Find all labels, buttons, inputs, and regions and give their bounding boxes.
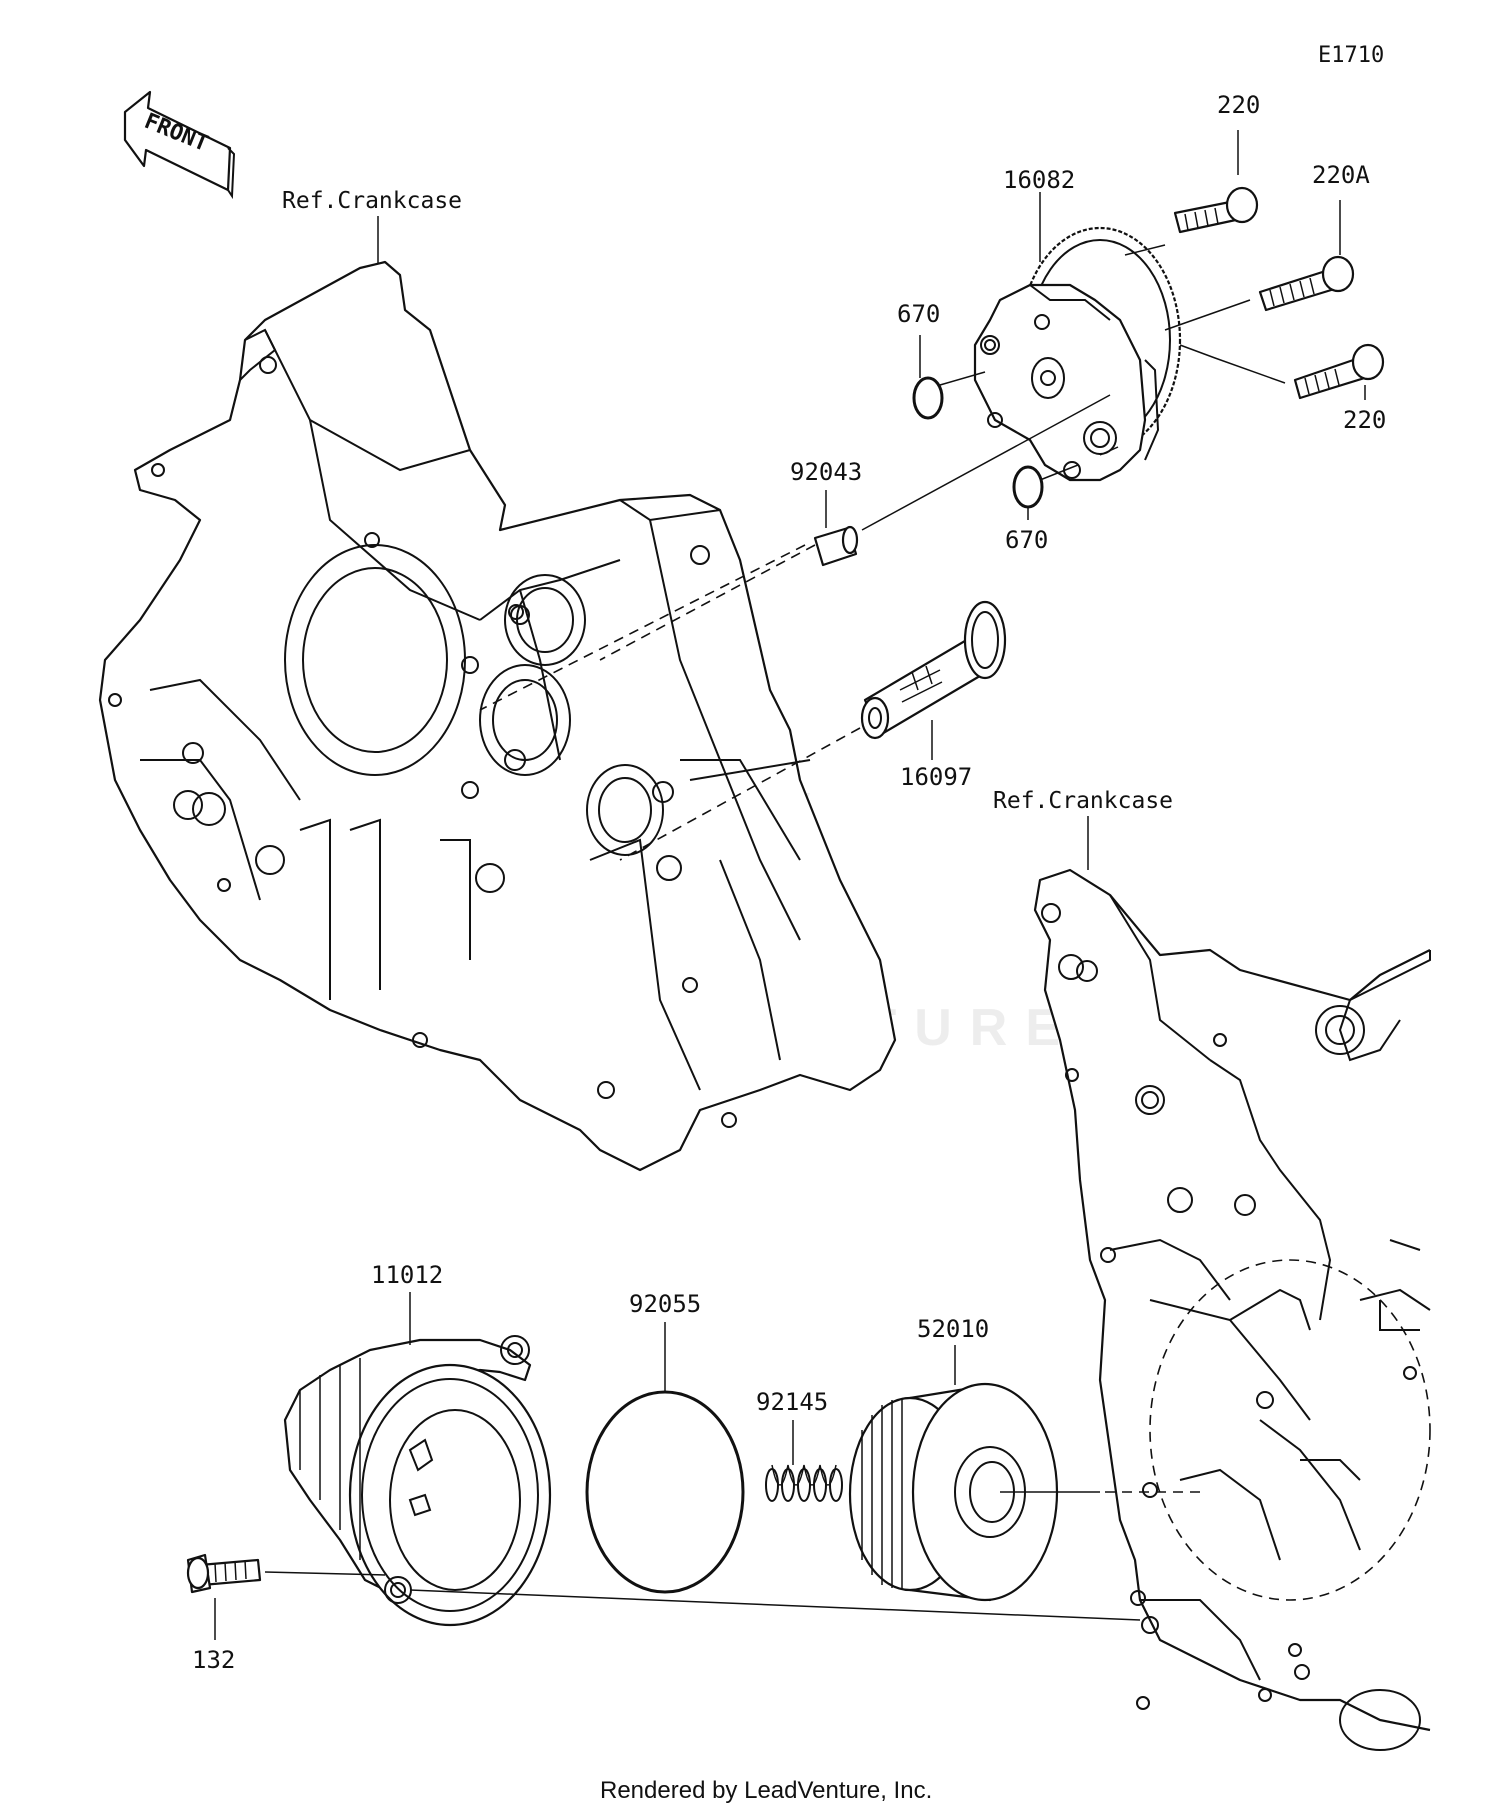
oil-strainer-16097 [860, 600, 1007, 740]
leader-220-top-to-pump [1124, 244, 1166, 256]
part-label-92055[interactable]: 92055 [629, 1290, 701, 1318]
footer-credit: Rendered by LeadVenture, Inc. [600, 1777, 932, 1804]
leader-220a-to-pump [1164, 299, 1251, 331]
dash-mid [479, 544, 806, 711]
oil-filter-cover-11012 [283, 1335, 552, 1627]
ref-crankcase-right: Ref.Crankcase [993, 788, 1173, 814]
part-label-220-bottom[interactable]: 220 [1343, 406, 1386, 434]
leader-pump-shaft [1099, 446, 1119, 456]
part-label-52010[interactable]: 52010 [917, 1315, 989, 1343]
bolt-220a [1258, 255, 1355, 312]
dash-16097-to-case [619, 727, 861, 861]
part-label-220-top[interactable]: 220 [1217, 91, 1260, 119]
part-label-92145[interactable]: 92145 [756, 1388, 828, 1416]
part-label-670-top[interactable]: 670 [897, 300, 940, 328]
part-label-670-bottom[interactable]: 670 [1005, 526, 1048, 554]
part-label-11012[interactable]: 11012 [371, 1261, 443, 1289]
part-label-132[interactable]: 132 [192, 1646, 235, 1674]
leader-670-top-to-pump [939, 371, 986, 386]
leader-lines [214, 130, 1366, 1640]
leader-220-bottom-to-pump [1179, 344, 1286, 384]
leader-132-to-cover [264, 1571, 386, 1576]
o-ring-670-bottom [1012, 465, 1044, 509]
o-ring-670-top [912, 376, 944, 420]
o-ring-92055 [585, 1390, 745, 1594]
leader-92043-to-pump [861, 394, 1111, 531]
bolt-220-top [1173, 186, 1259, 234]
dash-92043-to-case [599, 544, 816, 661]
left-crankcase [98, 260, 897, 1172]
part-label-16082[interactable]: 16082 [1003, 166, 1075, 194]
part-label-16097[interactable]: 16097 [900, 763, 972, 791]
bolt-220-bottom [1293, 343, 1385, 400]
part-label-92043[interactable]: 92043 [790, 458, 862, 486]
oil-pump-assembly [973, 226, 1182, 482]
leader-cover-to-case [409, 1589, 1141, 1621]
spring-92145 [765, 1464, 843, 1502]
right-crankcase [1033, 868, 1431, 1751]
bolt-132 [186, 1553, 262, 1594]
part-label-220a[interactable]: 220A [1312, 161, 1370, 189]
oil-filter-52010 [848, 1382, 1059, 1602]
diagram-code: E1710 [1318, 43, 1384, 68]
front-arrow-icon: FRONT [123, 90, 236, 200]
dowel-pin-92043 [813, 525, 859, 567]
ref-crankcase-left: Ref.Crankcase [282, 188, 462, 214]
leader-670-bottom-to-pump [1039, 464, 1079, 481]
